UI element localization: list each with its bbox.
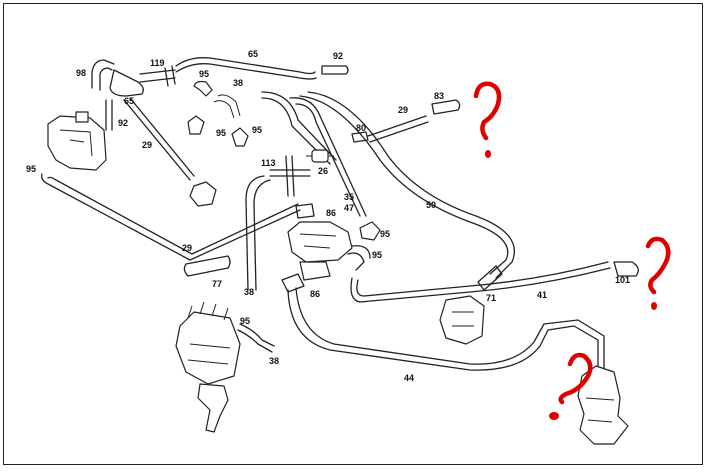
label-86: 86 — [310, 289, 320, 299]
label-101: 101 — [615, 275, 630, 285]
label-50: 50 — [426, 200, 436, 210]
label-38: 38 — [233, 78, 243, 88]
question-mark-icon — [473, 81, 502, 158]
hose-35-47 — [289, 97, 367, 217]
label-71: 71 — [486, 293, 496, 303]
label-113: 113 — [261, 158, 276, 168]
hose-38-lower — [237, 323, 275, 353]
hose-44 — [287, 287, 605, 371]
label-92: 92 — [333, 51, 343, 61]
label-95: 95 — [199, 69, 209, 79]
label-35: 35 — [344, 192, 354, 202]
label-29: 29 — [182, 243, 192, 253]
hose-95-left-long — [40, 173, 301, 261]
hose-77 — [183, 255, 231, 277]
label-47: 47 — [344, 203, 354, 213]
label-95: 95 — [380, 229, 390, 239]
label-65: 65 — [124, 96, 134, 106]
hose-95-mid-right — [347, 245, 371, 271]
label-95: 95 — [372, 250, 382, 260]
hose-71 — [477, 265, 503, 291]
label-95: 95 — [240, 316, 250, 326]
carburetor-top-left — [47, 111, 107, 171]
hose-113 — [269, 155, 311, 197]
label-83: 83 — [434, 91, 444, 101]
hose-86-upper — [295, 203, 315, 219]
hose-29-right — [367, 115, 429, 143]
label-26: 26 — [318, 166, 328, 176]
hoses — [40, 57, 639, 371]
label-38: 38 — [244, 287, 254, 297]
hose-92-top — [321, 65, 349, 75]
label-38: 38 — [269, 356, 279, 366]
hose-65-top — [175, 57, 316, 75]
question-mark-icon — [645, 236, 671, 310]
hose-29-left — [123, 97, 195, 181]
fitting-95-small — [189, 181, 217, 207]
hose-92-left — [105, 99, 113, 131]
label-86: 86 — [326, 208, 336, 218]
label-65: 65 — [248, 49, 258, 59]
check-valve-pair — [187, 94, 249, 147]
label-44: 44 — [404, 373, 414, 383]
distributor — [175, 301, 241, 433]
hose-50 — [299, 91, 516, 279]
label-98: 98 — [76, 68, 86, 78]
valve-26 — [306, 149, 334, 163]
label-80: 80 — [356, 123, 366, 133]
hose-41 — [350, 261, 611, 303]
hose-86-lower — [281, 273, 305, 293]
label-29: 29 — [398, 105, 408, 115]
hose-65-top-b — [175, 63, 317, 80]
label-41: 41 — [537, 290, 547, 300]
hose-65-small — [109, 69, 144, 97]
label-95: 95 — [252, 125, 262, 135]
hose-98 — [91, 59, 115, 91]
diagram-border — [3, 3, 703, 465]
label-95: 95 — [26, 164, 36, 174]
question-mark-annotations — [473, 81, 671, 420]
hose-119 — [139, 65, 176, 87]
components — [47, 80, 629, 445]
label-119: 119 — [150, 58, 165, 68]
elbow-95-top — [193, 80, 213, 97]
valve-unit-71 — [439, 295, 485, 345]
canister-bottom-right — [577, 365, 629, 445]
label-29: 29 — [142, 140, 152, 150]
label-95: 95 — [216, 128, 226, 138]
question-mark-icon — [549, 352, 593, 420]
part-number-labels: 98 119 65 92 95 38 65 92 29 95 95 95 29 … — [26, 49, 630, 383]
hose-80 — [351, 131, 369, 143]
label-77: 77 — [212, 279, 222, 289]
hose-101 — [613, 261, 639, 277]
label-92: 92 — [118, 118, 128, 128]
central-assembly — [287, 221, 381, 281]
hose-38-middle — [245, 175, 271, 291]
hose-38-upper — [261, 91, 337, 165]
hose-83 — [431, 99, 461, 115]
